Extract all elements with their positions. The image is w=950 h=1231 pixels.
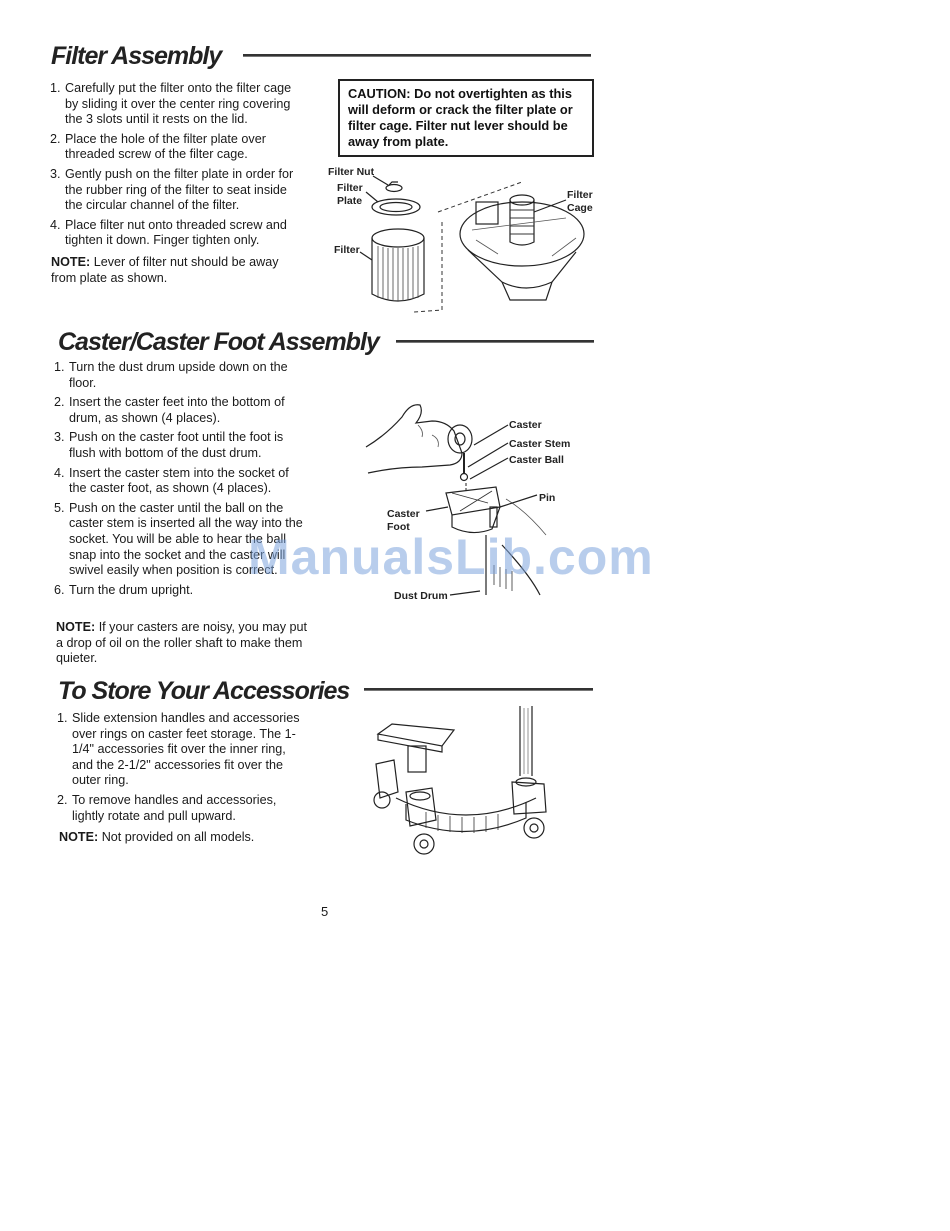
- caster-assembly-figure: Caster Caster Stem Caster Ball Pin Caste…: [365, 404, 570, 602]
- caster-icon: [447, 424, 473, 454]
- watermark: ManualsLib.com: [248, 529, 654, 585]
- caster-stem-label: Caster Stem: [509, 438, 570, 450]
- pin-label: Pin: [539, 492, 555, 504]
- filter-assembly-title: Filter Assembly: [51, 42, 222, 70]
- filter-assembly-figure: Filter Nut Filter Plate Filter Filter Ca…: [328, 166, 593, 313]
- caster-step: 4.Insert the caster stem into the socket…: [54, 465, 289, 496]
- filter-nut-label: Filter Nut: [328, 166, 375, 178]
- filter-step: 2.Place the hole of the filter plate ove…: [50, 131, 266, 162]
- hand-icon: [365, 404, 463, 474]
- store-title-rule: [364, 688, 593, 691]
- caster-foot-ring-icon: [373, 759, 547, 855]
- filter-step: 4.Place filter nut onto threaded screw a…: [50, 217, 287, 248]
- dust-drum-label: Dust Drum: [394, 590, 448, 602]
- store-step: 2.To remove handles and accessories, lig…: [57, 792, 277, 823]
- filter-plate-icon: [371, 198, 421, 216]
- store-accessories-title: To Store Your Accessories: [58, 677, 350, 705]
- floor-tool-icon: [376, 723, 456, 773]
- accessory-storage-figure: [373, 706, 547, 855]
- page-number: 5: [321, 904, 329, 919]
- caster-ball-label: Caster Ball: [509, 454, 564, 466]
- caster-step: 6.Turn the drum upright.: [54, 582, 194, 597]
- filter-icon: [371, 228, 425, 302]
- caster-foot-icon: [445, 486, 501, 534]
- caster-ball-icon: [459, 472, 469, 482]
- filter-step: 3.Gently push on the filter plate in ord…: [50, 166, 294, 213]
- caster-note: NOTE: If your casters are noisy, you may…: [56, 620, 308, 666]
- caster-step: 2.Insert the caster feet into the bottom…: [54, 395, 285, 425]
- filter-label: Filter: [334, 244, 360, 256]
- drum-base-icon: [395, 797, 537, 833]
- caster-step: 5.Push on the caster until the ball on t…: [54, 500, 303, 578]
- caster-foot-label: Foot: [387, 521, 410, 533]
- caster-step: 3.Push on the caster foot until the foot…: [54, 430, 284, 460]
- caster-assembly-title: Caster/Caster Foot Assembly: [58, 328, 380, 356]
- filter-plate-label: Plate: [337, 195, 362, 207]
- caster-foot-label: Caster: [387, 508, 420, 520]
- caution-box: CAUTION: Do not overtighten as this will…: [338, 79, 594, 157]
- filter-steps: 1.Carefully put the filter onto the filt…: [50, 81, 303, 253]
- caster-steps: 1.Turn the dust drum upside down on the …: [54, 360, 305, 602]
- filter-cage-label: Filter: [567, 189, 593, 201]
- filter-cage-label: Cage: [567, 202, 593, 214]
- caster-label: Caster: [509, 419, 542, 431]
- store-steps: 1.Slide extension handles and accessorie…: [57, 711, 308, 828]
- store-step: 1.Slide extension handles and accessorie…: [57, 711, 300, 788]
- filter-note: NOTE: Lever of filter nut should be away…: [51, 255, 279, 285]
- caster-title-rule: [396, 340, 594, 343]
- extension-handle-icon: [519, 706, 533, 776]
- filter-nut-icon: [385, 181, 403, 193]
- filter-plate-label: Filter: [337, 182, 363, 194]
- caster-step: 1.Turn the dust drum upside down on the …: [54, 360, 288, 390]
- filter-cage-icon: [459, 194, 585, 301]
- store-note: NOTE: Not provided on all models.: [59, 830, 255, 844]
- filter-title-rule: [243, 54, 591, 57]
- dust-drum-icon: [485, 498, 547, 596]
- filter-step: 1.Carefully put the filter onto the filt…: [50, 81, 292, 127]
